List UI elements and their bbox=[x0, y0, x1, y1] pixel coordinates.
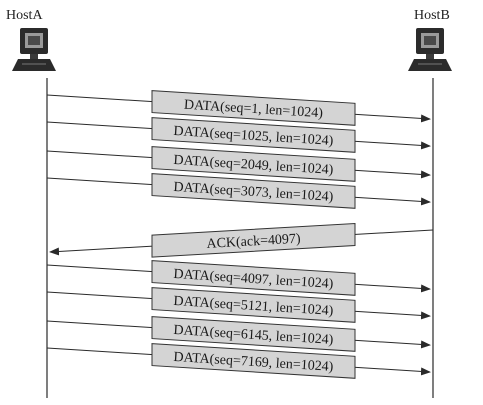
messages-layer: DATA(seq=1, len=1024)DATA(seq=1025, len=… bbox=[46, 90, 434, 379]
host-a-computer-icon bbox=[12, 28, 56, 71]
data-message: DATA(seq=1025, len=1024) bbox=[46, 117, 431, 153]
message-label-box bbox=[151, 260, 356, 296]
ack-message: ACK(ack=4097) bbox=[49, 222, 434, 258]
message-label-box bbox=[151, 90, 356, 126]
data-message: DATA(seq=7169, len=1024) bbox=[46, 343, 431, 379]
message-label-box bbox=[151, 117, 356, 153]
data-message: DATA(seq=2049, len=1024) bbox=[46, 146, 431, 182]
message-label-box bbox=[151, 173, 356, 209]
data-message: DATA(seq=3073, len=1024) bbox=[46, 173, 431, 209]
host-b-computer-icon bbox=[408, 28, 452, 71]
message-label-box bbox=[151, 343, 356, 379]
message-label: ACK(ack=4097) bbox=[206, 232, 301, 252]
data-message: DATA(seq=6145, len=1024) bbox=[46, 316, 431, 352]
host-b-label: HostB bbox=[414, 8, 450, 23]
data-message: DATA(seq=5121, len=1024) bbox=[46, 287, 431, 323]
message-label-box bbox=[151, 316, 356, 352]
data-message: DATA(seq=4097, len=1024) bbox=[46, 260, 431, 296]
message-label-box bbox=[151, 222, 356, 258]
data-message: DATA(seq=1, len=1024) bbox=[46, 90, 431, 126]
host-a-label: HostA bbox=[6, 8, 43, 23]
message-label-box bbox=[151, 287, 356, 323]
message-label-box bbox=[151, 146, 356, 182]
